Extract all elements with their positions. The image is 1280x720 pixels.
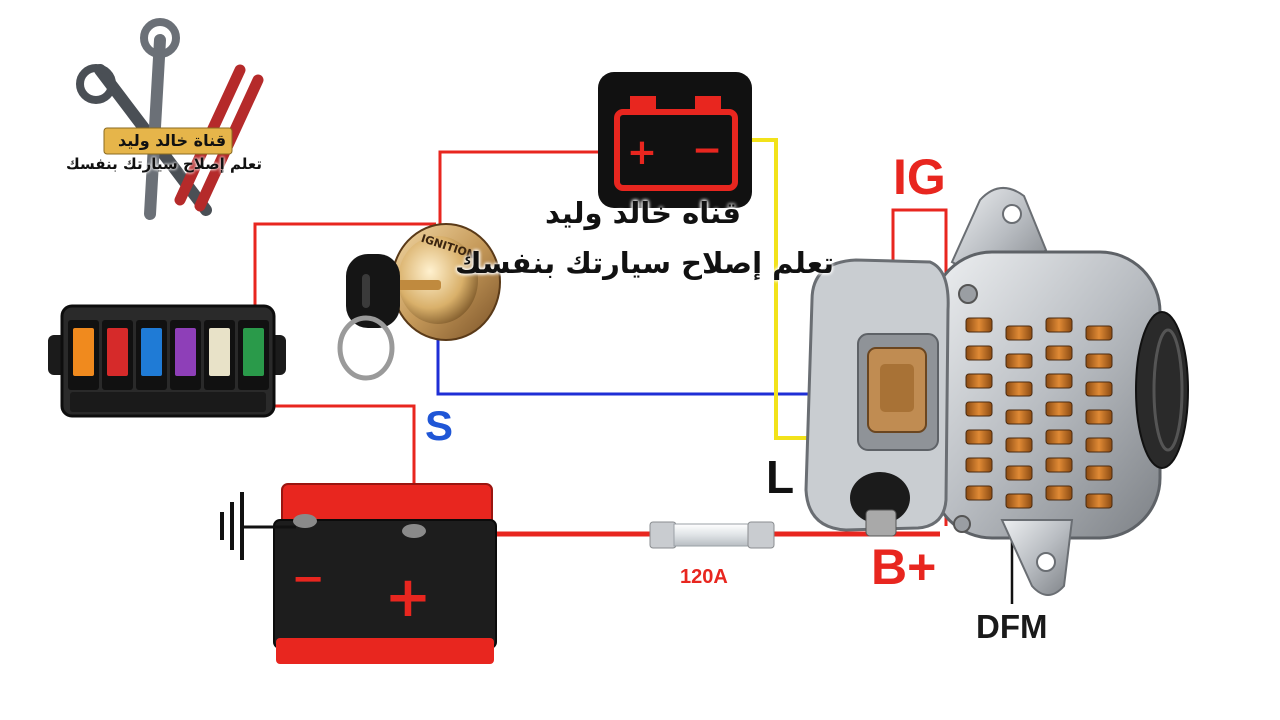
ignition-key-slot [362,274,370,308]
blade-fuse [107,328,128,376]
winding-segment [1005,437,1033,453]
winding-segment [965,457,993,473]
winding-segment [965,485,993,501]
fuse-box-base [70,392,266,412]
lamp-terminal-right [695,96,721,109]
alternator [804,187,1189,596]
winding-segment [1085,353,1113,369]
watermark-line-1: قناه خالد وليد [545,196,741,230]
connector-pins [880,364,914,412]
winding-segment [1005,325,1033,341]
winding-segment [1045,485,1073,501]
sense-wire-s [436,330,892,396]
alternator-pulley [1135,311,1189,469]
logo-subtitle: تعلم إصلاح سيارتك بنفسك [66,155,263,173]
lamp-terminal-left [630,96,656,109]
winding-segment [965,373,993,389]
blade-fuse [73,328,94,376]
battery-plus-symbol: + [385,565,432,630]
winding-segment [1045,401,1073,417]
winding-segment [965,401,993,417]
dfm-terminal-label: DFM [976,608,1048,645]
lamp-feed-wire [438,150,612,226]
fuse-cap-right [747,521,775,549]
bplus-ground-stud [953,515,971,533]
winding-segment [1005,381,1033,397]
logo-title: قناة خالد وليد [118,131,227,150]
spanner-icon [144,34,166,220]
main-fuse [649,521,775,549]
watermark-line-2: تعلم إصلاح سيارتك بنفسك [455,246,834,280]
battery-negative-post [293,514,317,528]
charge-warning-lamp: + − [598,72,752,208]
fuse-glass [673,523,751,547]
fuse-slots [68,320,269,390]
lamp-minus-symbol: − [692,130,722,171]
alternator-mount-bottom [1000,519,1074,596]
ig-terminal-label: IG [893,149,946,205]
logo-banner [103,127,233,155]
lamp-battery-body [614,109,738,191]
winding-segment [1005,465,1033,481]
blade-fuse [243,328,264,376]
s-terminal-label: S [425,402,454,449]
blade-fuse [141,328,162,376]
bplus-terminal-label: B+ [871,539,937,595]
pulley-groove [1152,328,1184,452]
alternator-windings [965,317,1113,509]
lamp-plus-symbol: + [627,132,657,173]
winding-segment [1005,409,1033,425]
winding-segment [1085,493,1113,509]
channel-logo [76,18,264,220]
winding-segment [965,317,993,333]
ignition-key-blade [395,280,441,290]
winding-segment [1005,353,1033,369]
blade-fuse [175,328,196,376]
winding-segment [1045,373,1073,389]
ground-symbol [220,492,296,560]
key-ring [337,315,395,381]
winding-segment [1085,325,1113,341]
winding-segment [1085,437,1113,453]
winding-segment [1045,345,1073,361]
fuse-box [48,304,286,418]
mount-hole-top [1002,204,1022,224]
blade-fuse [209,328,230,376]
battery-positive-post [402,524,426,538]
l-terminal-label: L [766,451,795,503]
mount-hole-bottom [1036,552,1056,572]
car-battery: − + [273,483,497,664]
ignition-key-head [346,254,400,328]
fuse-rating-label: 120A [680,566,728,588]
battery-minus-symbol: − [291,556,325,602]
fusebox-to-ig-wire [253,222,436,318]
ig-terminal-stud [958,284,978,304]
wrench-end-icon [76,64,116,104]
spanner-end-icon [140,18,180,58]
winding-segment [1085,409,1113,425]
battery-base [276,638,494,664]
ignition-switch: IGNITION [337,223,501,381]
winding-segment [965,345,993,361]
winding-segment [1045,429,1073,445]
winding-segment [1045,457,1073,473]
winding-segment [1005,493,1033,509]
winding-segment [1045,317,1073,333]
winding-segment [1085,465,1113,481]
winding-segment [965,429,993,445]
bplus-terminal-bolt [865,509,897,537]
winding-segment [1085,381,1113,397]
fuse-cap-left [649,521,677,549]
